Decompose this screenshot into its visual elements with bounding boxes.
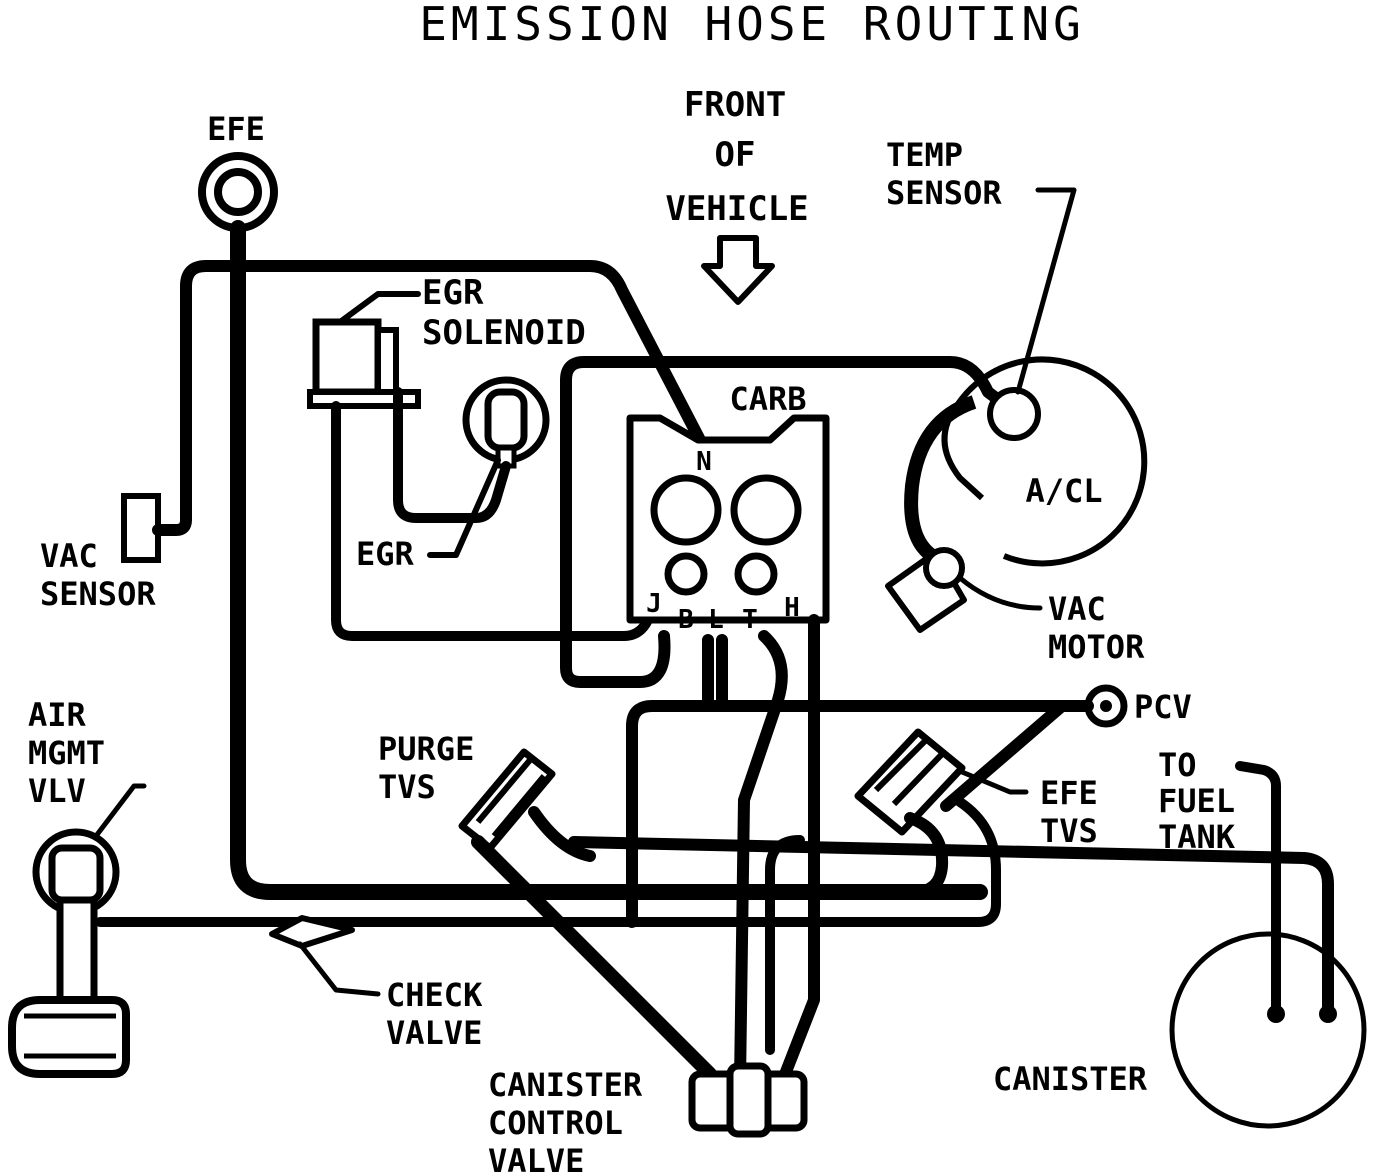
- egr-valve-hose: [393, 387, 511, 523]
- svg-text:OF: OF: [715, 135, 756, 175]
- svg-text:VALVE: VALVE: [386, 1014, 482, 1052]
- svg-text:PURGE: PURGE: [378, 730, 474, 768]
- carb-port-l: L: [708, 605, 724, 635]
- svg-text:TEMP: TEMP: [886, 136, 963, 174]
- svg-text:SENSOR: SENSOR: [40, 575, 156, 613]
- egr-solenoid-to-carb-hose: [331, 401, 657, 641]
- svg-text:TO: TO: [1158, 746, 1197, 784]
- svg-text:VAC: VAC: [1048, 590, 1106, 628]
- pcv-label: PCV: [1134, 688, 1192, 726]
- efe-tvs-loop-hose: [95, 797, 1001, 927]
- svg-text:EFE: EFE: [1040, 774, 1098, 812]
- vac-motor-leader: [957, 575, 1043, 611]
- efe-label: EFE: [207, 110, 265, 148]
- carb-port-b: B: [678, 605, 694, 635]
- svg-text:MOTOR: MOTOR: [1048, 628, 1145, 666]
- svg-text:MGMT: MGMT: [28, 734, 105, 772]
- canister-control-valve-label: CANISTER CONTROL VALVE: [488, 1066, 643, 1176]
- efe-tvs-label: EFE TVS: [1040, 774, 1098, 850]
- svg-text:VAC: VAC: [40, 537, 98, 575]
- egr-leader: [427, 457, 501, 558]
- temp-sensor-hose: [560, 356, 1010, 688]
- svg-text:CHECK: CHECK: [386, 976, 483, 1014]
- canister-loop-hose: [765, 835, 805, 1055]
- pcv-hose: [626, 700, 1094, 928]
- svg-text:TVS: TVS: [1040, 812, 1098, 850]
- air-cleaner-label: A/CL: [1025, 472, 1102, 510]
- svg-text:VEHICLE: VEHICLE: [665, 189, 808, 229]
- vac-sensor-label: VAC SENSOR: [40, 537, 156, 613]
- canister-line-hose: [568, 836, 1334, 1020]
- air-cleaner: [885, 356, 1148, 633]
- egr-solenoid-leader: [337, 291, 421, 325]
- efe-tvs-leader: [959, 769, 1029, 795]
- purge-tvs: [458, 748, 556, 852]
- carb-t-hose: [734, 630, 788, 1088]
- air-mgmt-valve-leader: [93, 783, 147, 839]
- carburetor: [626, 414, 830, 624]
- svg-text:VLV: VLV: [28, 772, 86, 810]
- air-management-valve: [8, 828, 130, 1078]
- temp-sensor-leader: [1015, 187, 1077, 395]
- svg-text:SENSOR: SENSOR: [886, 174, 1002, 212]
- carb-port-n: N: [696, 447, 712, 477]
- carb-bl-hose: [702, 634, 728, 712]
- purge-tvs-hose: [471, 835, 717, 1081]
- check-valve-label: CHECK VALVE: [386, 976, 483, 1052]
- egr-valve: [462, 376, 550, 469]
- front-arrow-icon: [701, 235, 775, 305]
- canister-port-2: [1319, 1005, 1337, 1023]
- temp-sensor-label: TEMP SENSOR: [886, 136, 1002, 212]
- canister-label: CANISTER: [993, 1060, 1148, 1098]
- canister-control-valve: [688, 1062, 808, 1138]
- efe-tvs: [854, 728, 966, 836]
- efe-tvs-hose: [904, 812, 949, 898]
- carb-port-h: H: [784, 593, 800, 623]
- vac-motor-label: VAC MOTOR: [1048, 590, 1145, 666]
- pcv-to-efe-tvs-hose: [940, 700, 1068, 812]
- carb-label: CARB: [729, 380, 806, 418]
- front-of-vehicle-label: FRONT OF VEHICLE: [665, 85, 808, 229]
- canister-body: [1169, 931, 1367, 1129]
- diagram-title: EMISSION HOSE ROUTING: [419, 0, 1085, 51]
- egr-label: EGR: [356, 535, 415, 573]
- egr-solenoid-label: EGR SOLENOID: [422, 273, 586, 353]
- check-valve: [269, 915, 355, 949]
- svg-text:EGR: EGR: [422, 273, 484, 313]
- fuel-tank-hose: [1235, 761, 1281, 1019]
- svg-text:CONTROL: CONTROL: [488, 1104, 623, 1142]
- svg-text:SOLENOID: SOLENOID: [422, 313, 586, 353]
- to-fuel-tank-label: TO FUEL TANK: [1158, 746, 1236, 856]
- svg-text:FUEL: FUEL: [1158, 782, 1235, 820]
- svg-text:AIR: AIR: [28, 696, 87, 734]
- carb-port-j: J: [646, 589, 662, 619]
- svg-text:FRONT: FRONT: [684, 85, 786, 125]
- efe-hose: [230, 220, 988, 900]
- svg-text:TANK: TANK: [1158, 818, 1236, 856]
- carb-h-hose: [776, 614, 820, 1088]
- canister-port-1: [1267, 1005, 1285, 1023]
- purge-tvs-label: PURGE TVS: [378, 730, 474, 806]
- purge-tvs-upper-hose: [528, 806, 596, 862]
- efe-valve: [198, 152, 278, 232]
- air-mgmt-valve-label: AIR MGMT VLV: [28, 696, 105, 810]
- svg-text:CANISTER: CANISTER: [488, 1066, 643, 1104]
- carb-port-t: T: [742, 605, 758, 635]
- vac-sensor-hose: [152, 260, 706, 536]
- svg-text:TVS: TVS: [378, 768, 436, 806]
- check-valve-leader: [297, 941, 381, 997]
- svg-text:VALVE: VALVE: [488, 1142, 584, 1176]
